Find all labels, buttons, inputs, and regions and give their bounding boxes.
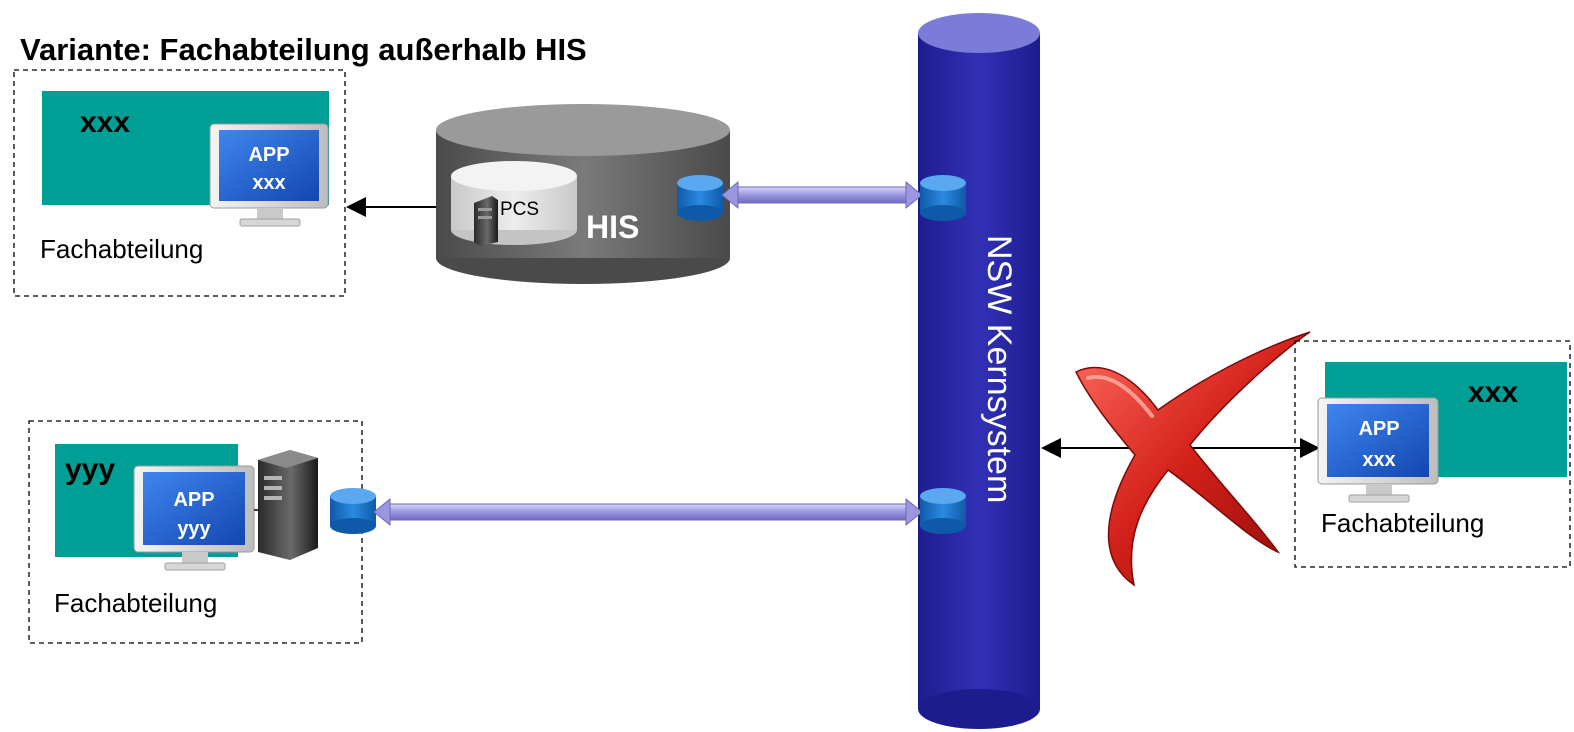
app-label-line2: yyy <box>177 518 211 540</box>
his-label: HIS <box>586 209 639 245</box>
pcs-label: PCS <box>500 199 539 220</box>
app-label-line1: APP <box>248 144 289 166</box>
department-bottom-left: yyy APP yyy Fachabteilung <box>28 420 363 644</box>
department-caption: Fachabteilung <box>40 234 203 264</box>
department-caption: Fachabteilung <box>1321 508 1484 538</box>
database-icon <box>677 175 723 221</box>
department-screen-label: xxx <box>80 106 130 139</box>
pcs-cylinder <box>451 161 577 245</box>
monitor-icon <box>1317 397 1439 503</box>
core-system-cylinder: NSW Kernsystem <box>918 13 1040 729</box>
core-system-label: NSW Kernsystem <box>980 235 1018 503</box>
database-icon <box>920 175 966 221</box>
diagram-title: Variante: Fachabteilung außerhalb HIS <box>20 32 587 67</box>
app-label-line2: xxx <box>1362 449 1395 471</box>
monitor-icon <box>209 123 329 227</box>
app-label-line2: xxx <box>252 172 285 194</box>
app-label-line1: APP <box>1358 418 1399 440</box>
database-icon <box>330 488 376 534</box>
pipe-dept-core <box>373 497 923 527</box>
database-icon <box>920 488 966 534</box>
department-screen-label: xxx <box>1468 376 1518 409</box>
pipe-his-core <box>721 180 923 210</box>
department-right: xxx APP xxx Fachabteilung <box>1294 340 1571 568</box>
server-icon <box>258 450 318 560</box>
monitor-icon <box>133 465 255 571</box>
red-cross-icon <box>1074 331 1311 587</box>
department-caption: Fachabteilung <box>54 588 217 618</box>
department-screen-label: yyy <box>65 453 115 486</box>
department-top-left: xxx APP xxx Fachabteilung <box>13 69 346 297</box>
app-label-line1: APP <box>173 489 214 511</box>
server-icon <box>474 196 498 246</box>
